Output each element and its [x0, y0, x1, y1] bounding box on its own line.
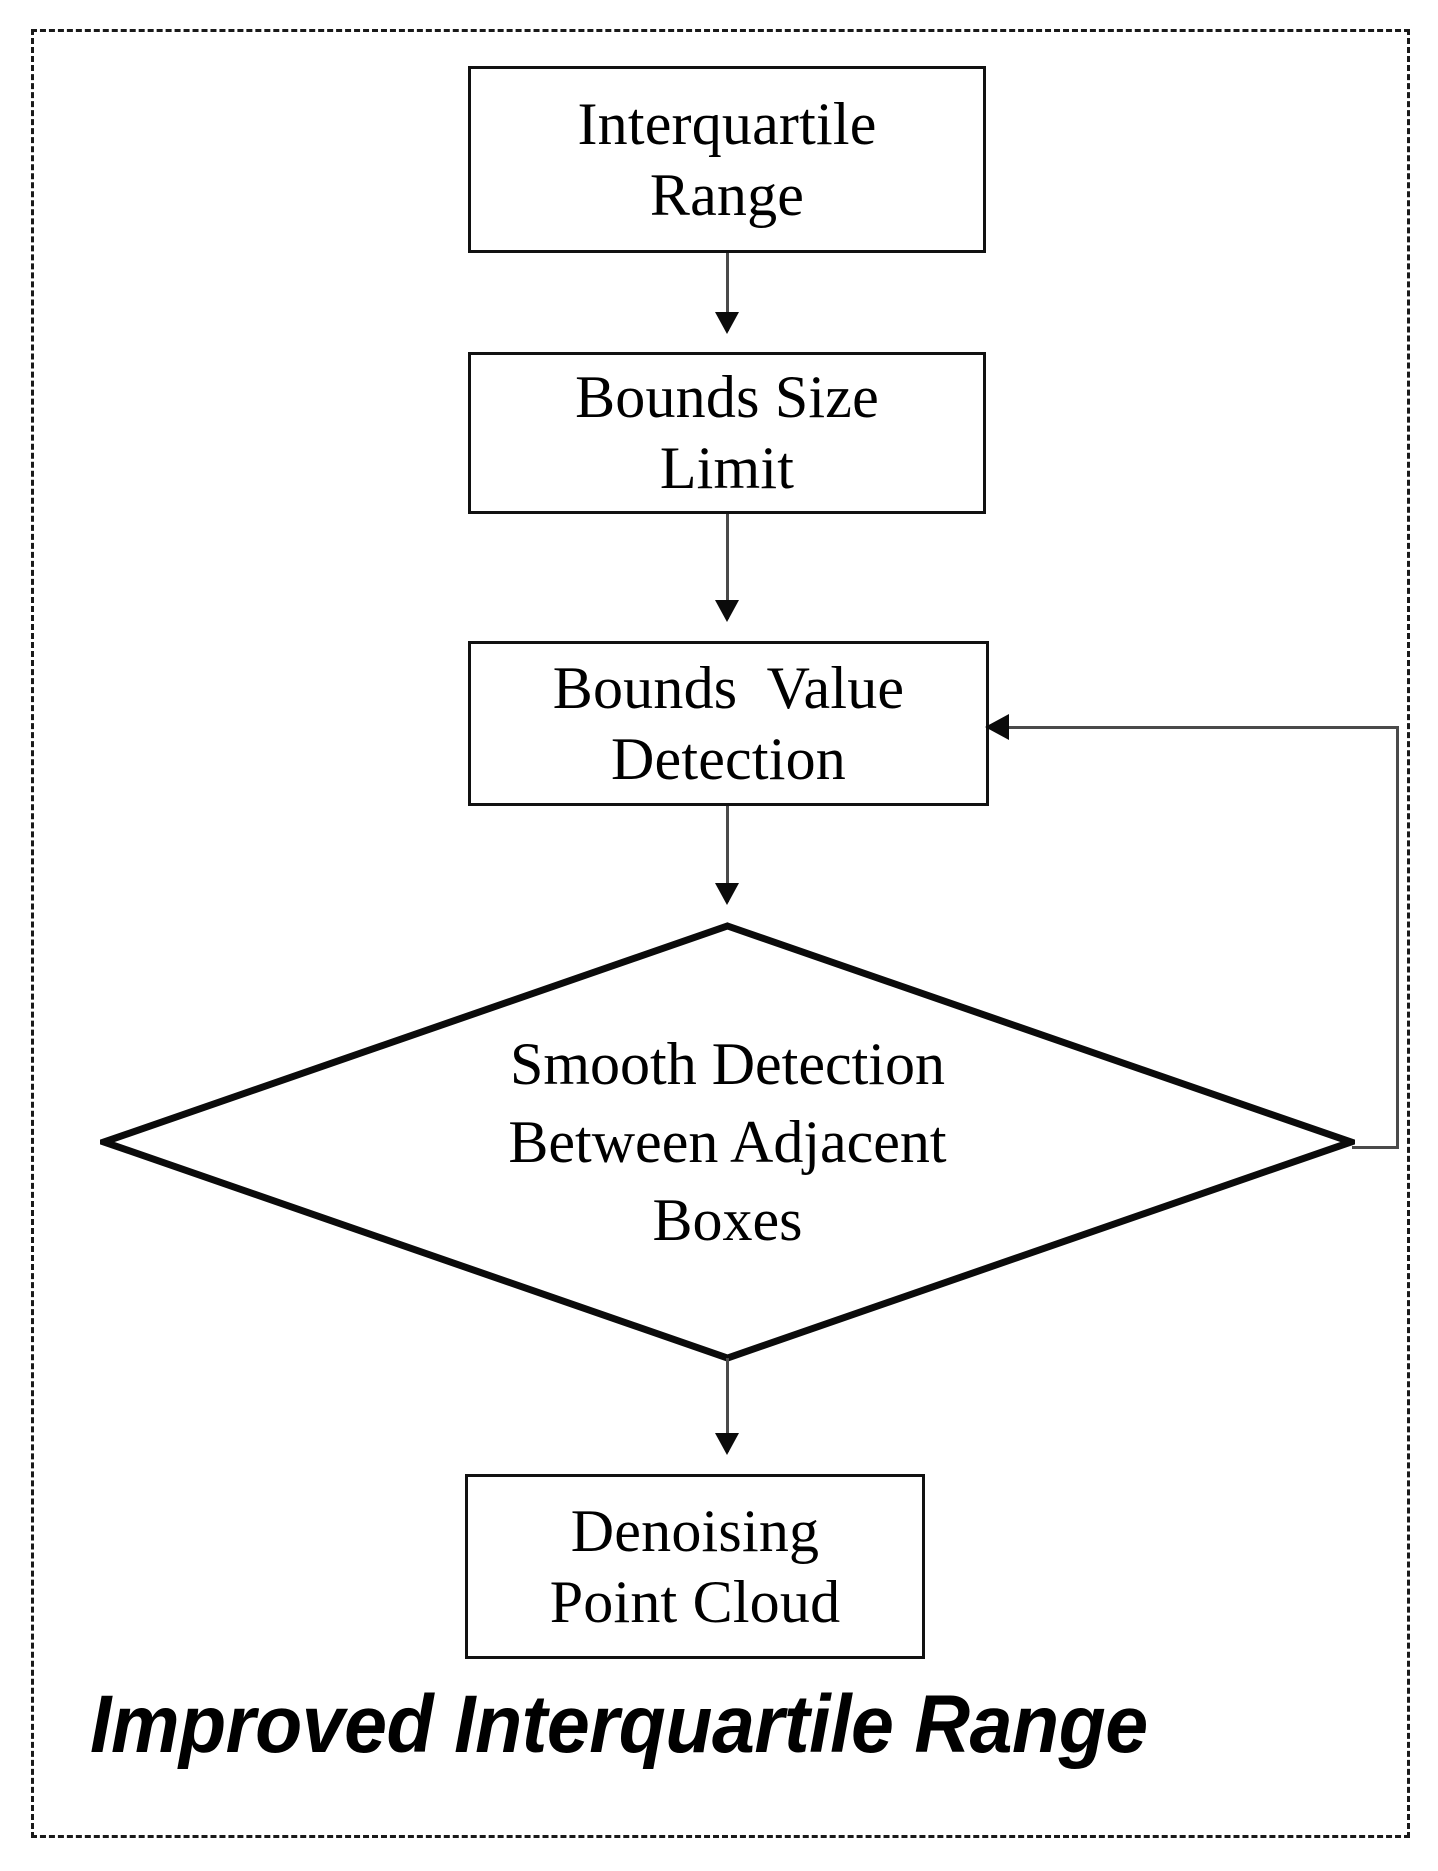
diagram-caption: Improved Interquartile Range	[90, 1679, 1148, 1770]
arrowhead-down-icon	[715, 883, 739, 905]
node-bounds-value-detection-line1: Bounds Value	[552, 654, 905, 721]
node-interquartile-range-line1: Interquartile	[577, 90, 877, 157]
node-bounds-value-detection[interactable]: Bounds Value Detection	[468, 641, 989, 806]
node-bounds-value-detection-line2: Detection	[610, 725, 847, 792]
arrowhead-down-icon	[715, 312, 739, 334]
arrowhead-down-icon	[715, 1433, 739, 1455]
node-bounds-size-limit[interactable]: Bounds Size Limit	[468, 352, 986, 514]
node-denoising-point-cloud-line1: Denoising	[570, 1497, 820, 1564]
feedback-segment-to-bounds-value-detection	[1000, 726, 1399, 729]
node-denoising-point-cloud[interactable]: Denoising Point Cloud	[465, 1474, 925, 1659]
arrow-smooth-detection-to-denoising-point-cloud	[715, 1358, 739, 1455]
node-denoising-point-cloud-line2: Point Cloud	[549, 1568, 841, 1635]
node-interquartile-range-line2: Range	[649, 161, 805, 228]
node-interquartile-range[interactable]: Interquartile Range	[468, 66, 986, 253]
node-bounds-size-limit-line1: Bounds Size	[575, 364, 879, 431]
feedback-segment-vertical	[1396, 726, 1399, 1149]
arrowhead-left-icon	[985, 714, 1009, 740]
arrow-iqr-to-bounds-size-limit	[715, 253, 739, 334]
feedback-segment-from-diamond	[1352, 1146, 1399, 1149]
node-bounds-size-limit-line2: Limit	[659, 435, 795, 501]
node-smooth-detection-between-adjacent-boxes[interactable]: Smooth Detection Between Adjacent Boxes	[100, 922, 1355, 1362]
decision-diamond-shape	[100, 922, 1355, 1362]
group-frame-improved-iqr	[31, 29, 1410, 1838]
arrow-bounds-size-limit-to-bounds-value-detection	[715, 514, 739, 622]
arrow-bounds-value-detection-to-smooth-detection	[715, 806, 739, 905]
arrowhead-down-icon	[715, 600, 739, 622]
